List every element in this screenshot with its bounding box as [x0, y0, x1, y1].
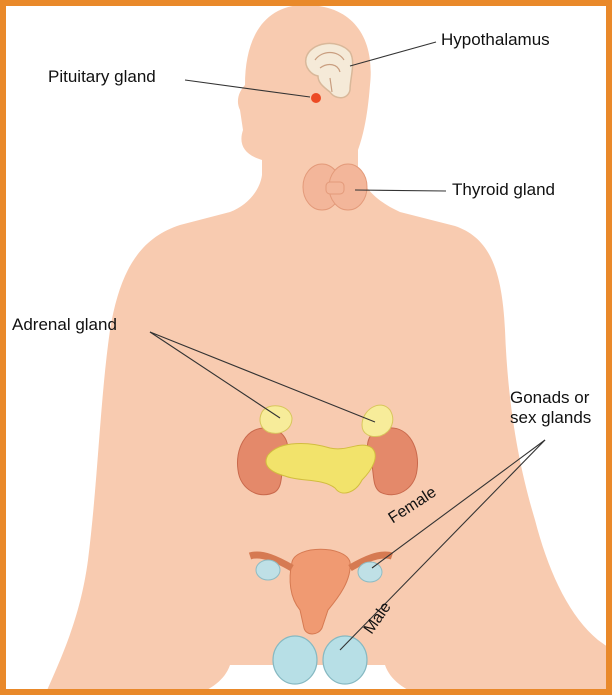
adrenal-label: Adrenal gland — [12, 315, 117, 335]
pituitary-gland — [311, 93, 321, 103]
gonads-label-line1: Gonads or — [510, 388, 589, 408]
gonads-label-line2: sex glands — [510, 408, 591, 428]
thyroid-gland — [303, 164, 367, 210]
hypothalamus-label: Hypothalamus — [441, 30, 550, 50]
pituitary-label: Pituitary gland — [48, 67, 156, 87]
thyroid-label: Thyroid gland — [452, 180, 555, 200]
